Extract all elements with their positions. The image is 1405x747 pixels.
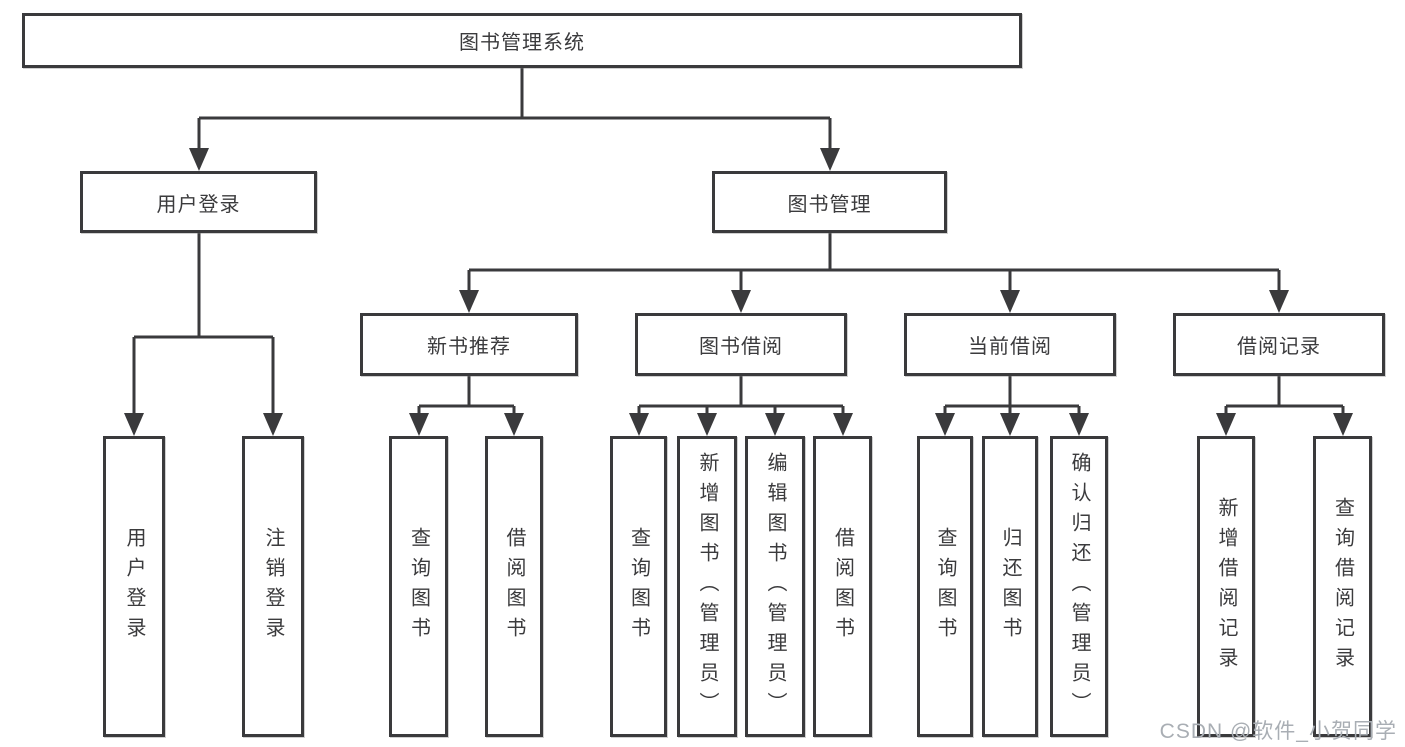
leaf-label: 查询图书	[407, 526, 430, 647]
leaf-label: 新增借阅记录	[1215, 496, 1237, 677]
leaf-return-books: 归还图书	[982, 436, 1038, 737]
leaf-add-borrow-record: 新增借阅记录	[1197, 436, 1255, 737]
leaf-label: 查询图书	[627, 526, 650, 647]
leaf-label: 注销登录	[262, 526, 284, 647]
leaf-label: 归还图书	[999, 526, 1021, 647]
leaf-label: 查询图书	[934, 526, 956, 647]
leaf-label: 借阅图书	[503, 526, 525, 647]
leaf-label: 用户登录	[123, 526, 145, 647]
leaf-query-books-borrowing: 查询图书	[610, 436, 667, 737]
leaf-label: 编辑图书（管理员）	[764, 451, 786, 722]
node-label: 当前借阅	[968, 336, 1052, 358]
leaf-label: 查询借阅记录	[1331, 496, 1354, 677]
leaf-label: 借阅图书	[831, 526, 854, 647]
leaf-edit-books-admin: 编辑图书（管理员）	[745, 436, 805, 737]
node-label: 用户登录	[156, 193, 241, 216]
leaf-confirm-return-admin: 确认归还（管理员）	[1050, 436, 1108, 737]
leaf-add-books-admin: 新增图书（管理员）	[677, 436, 737, 737]
node-new-book-recommend: 新书推荐	[360, 313, 578, 376]
leaf-label: 确认归还（管理员）	[1068, 451, 1090, 722]
leaf-user-login: 用户登录	[103, 436, 165, 737]
leaf-query-books-recommend: 查询图书	[389, 436, 448, 737]
node-borrowing-records: 借阅记录	[1173, 313, 1385, 376]
node-label: 图书管理	[787, 193, 872, 216]
node-library-management-system: 图书管理系统	[22, 13, 1022, 68]
leaf-label: 新增图书（管理员）	[696, 451, 718, 722]
node-user-login: 用户登录	[80, 171, 317, 233]
node-label: 图书管理系统	[459, 32, 585, 54]
node-label: 图书借阅	[699, 336, 783, 358]
node-book-management: 图书管理	[712, 171, 947, 233]
leaf-borrow-books: 借阅图书	[813, 436, 872, 737]
leaf-query-borrow-record: 查询借阅记录	[1313, 436, 1372, 737]
watermark: CSDN @软件_小贺同学	[1159, 720, 1397, 743]
leaf-logout: 注销登录	[242, 436, 304, 737]
leaf-query-books-current: 查询图书	[917, 436, 973, 737]
node-label: 借阅记录	[1237, 336, 1321, 358]
node-label: 新书推荐	[427, 336, 511, 358]
node-current-borrowing: 当前借阅	[904, 313, 1116, 376]
node-book-borrowing: 图书借阅	[635, 313, 847, 376]
leaf-borrow-books-recommend: 借阅图书	[485, 436, 543, 737]
